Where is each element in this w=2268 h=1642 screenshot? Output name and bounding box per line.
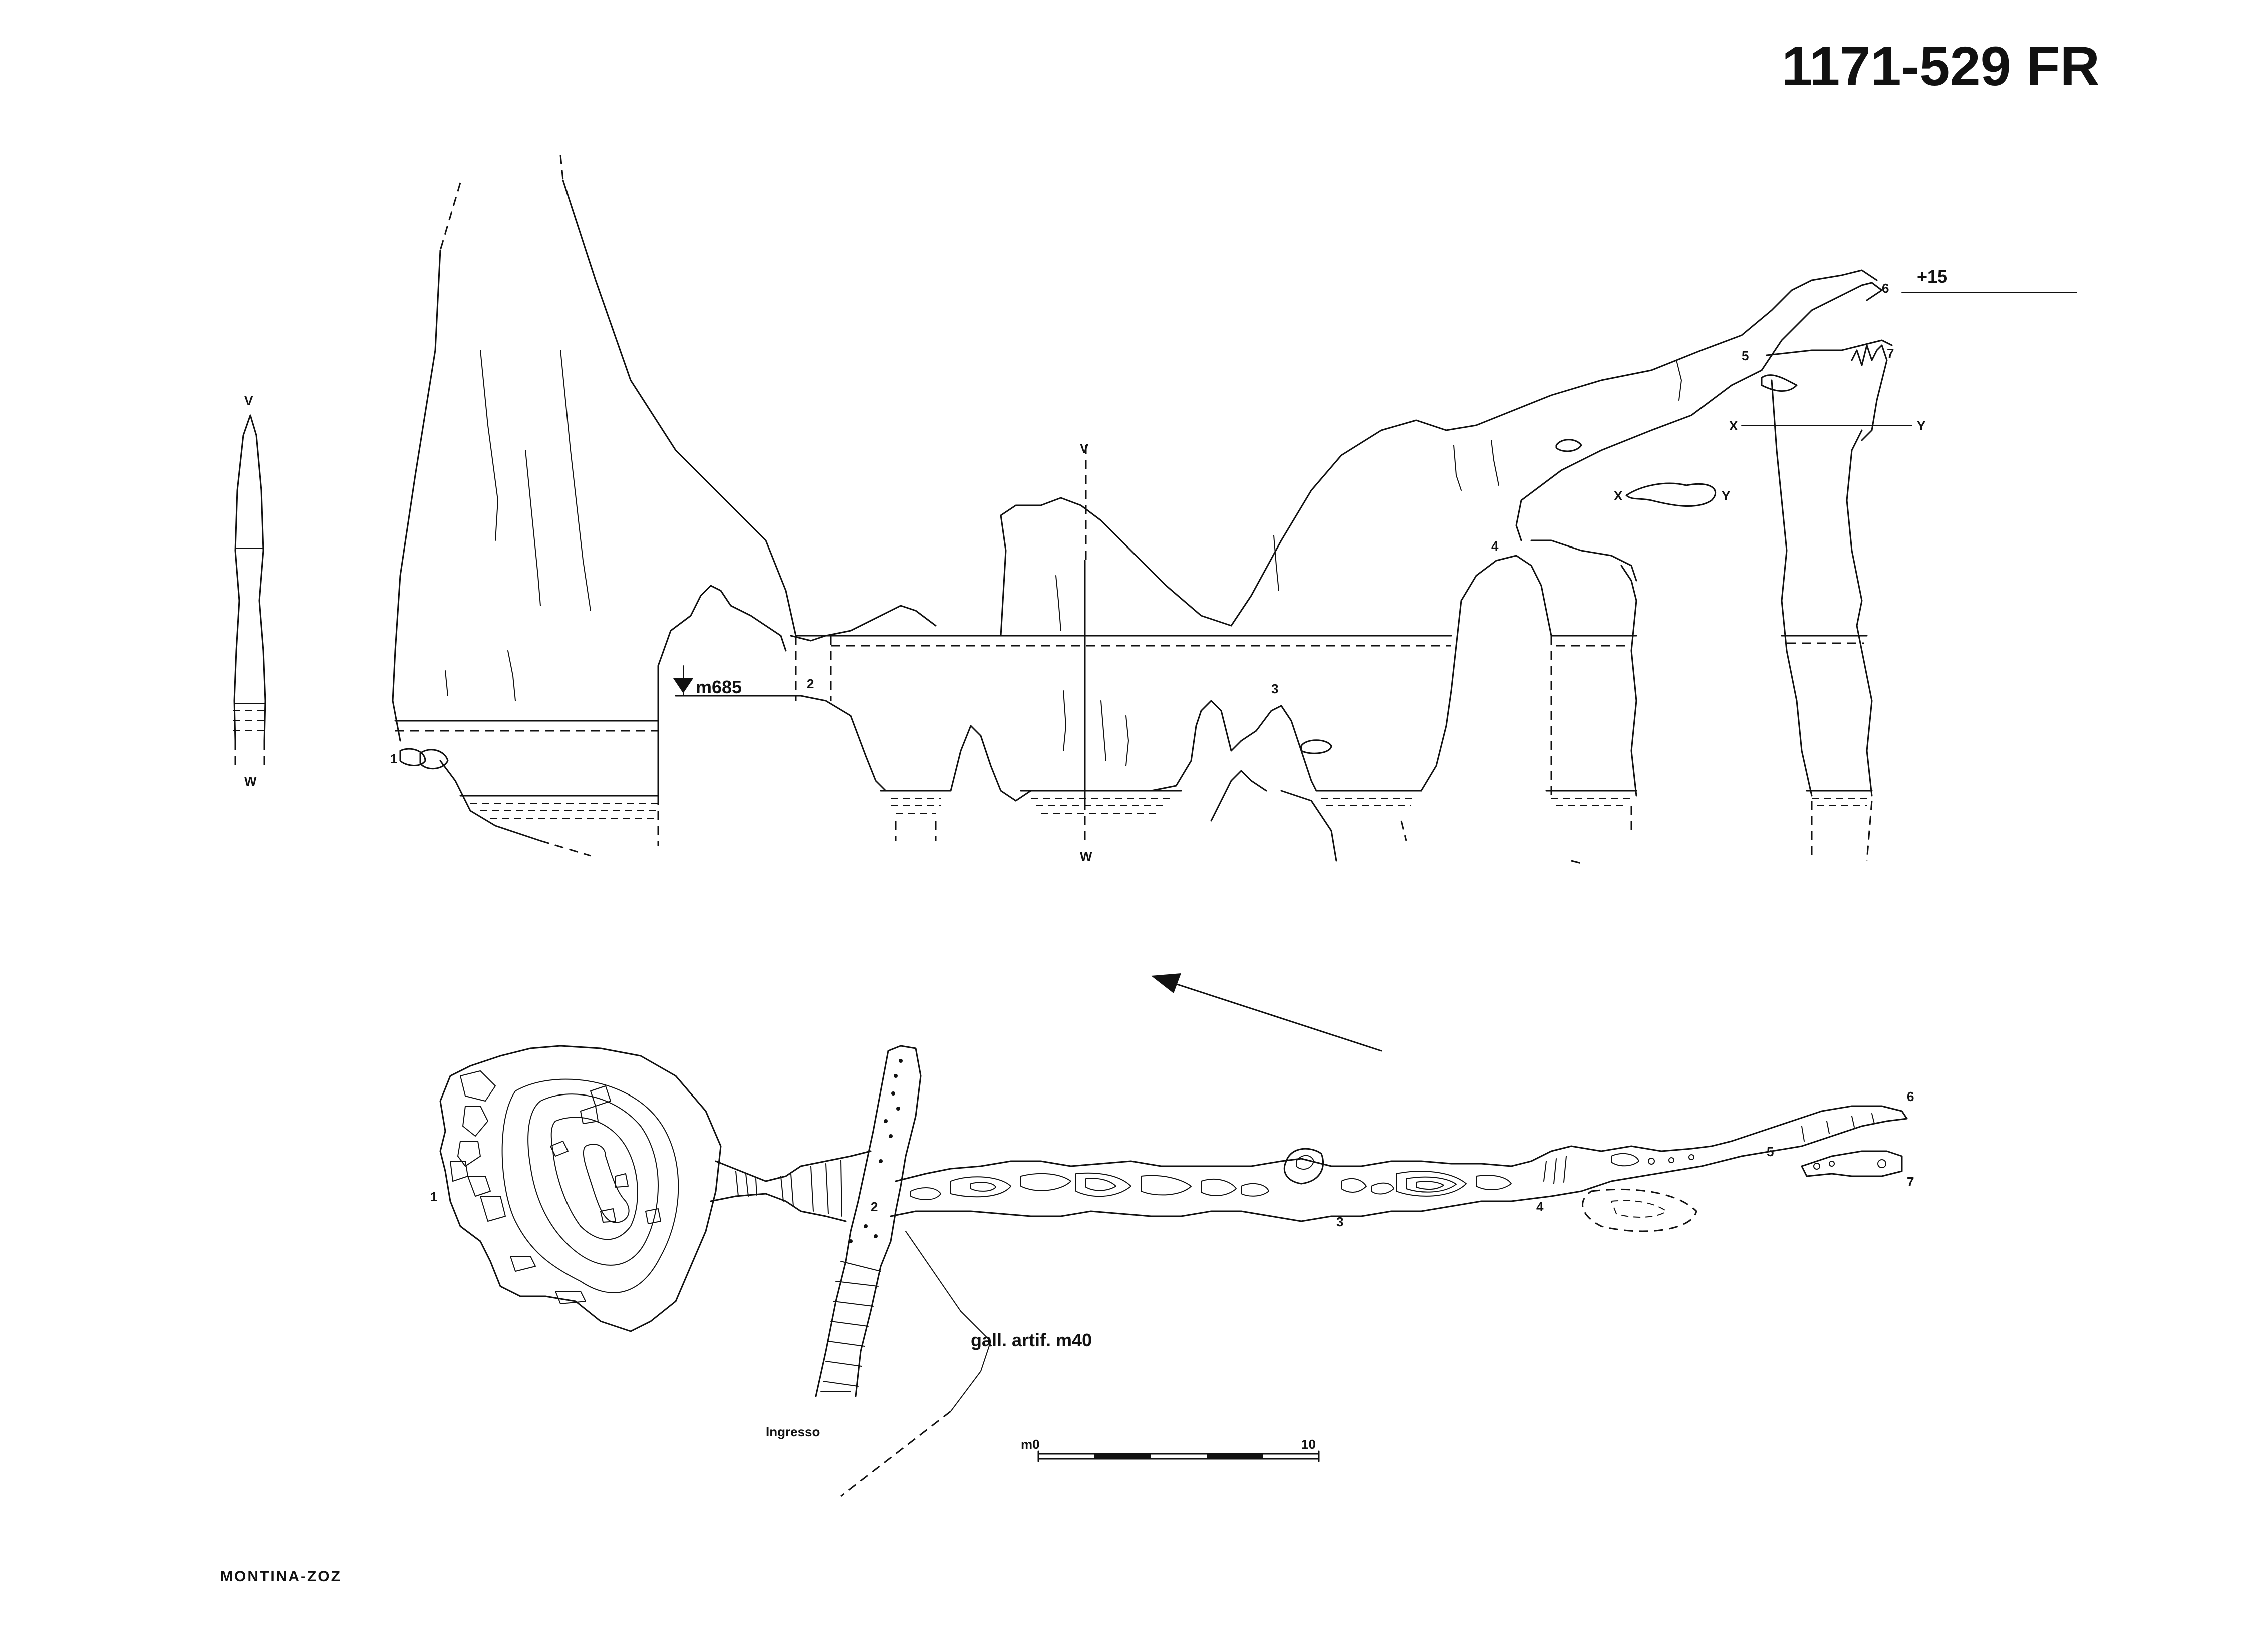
section-v-label: V	[1080, 441, 1089, 456]
plan-station-4: 4	[1536, 1199, 1544, 1214]
section-station-7: 7	[1887, 346, 1894, 361]
plan-east-branches: 4 6 5 7	[1530, 1089, 1914, 1232]
orientation-arrow	[1151, 973, 1382, 1052]
scale-bar: m0 10	[1021, 1437, 1320, 1462]
section-station-3: 3	[1271, 681, 1278, 696]
author-label: MONTINA-ZOZ	[220, 1568, 342, 1585]
left-section-w-label: W	[244, 774, 257, 789]
plan-entrance-label: Ingresso	[766, 1424, 820, 1439]
scale-end-label: 10	[1301, 1437, 1316, 1452]
plan-station-7: 7	[1907, 1174, 1914, 1189]
plan-station-3: 3	[1336, 1214, 1343, 1229]
section-station-6: 6	[1882, 281, 1889, 296]
section-station-2: 2	[807, 676, 814, 691]
left-cross-section: V W	[233, 393, 267, 789]
section-right: 4 X Y 5	[1445, 266, 2077, 864]
longitudinal-section: V W 1	[233, 155, 2077, 864]
section-xsec-x: X	[1729, 418, 1738, 433]
section-station-1: 1	[390, 751, 397, 766]
plan-passage-west	[710, 1150, 872, 1222]
section-elevation-label: m685	[696, 677, 742, 697]
section-xsec2-x: X	[1614, 488, 1623, 503]
plan-station-2: 2	[871, 1199, 878, 1214]
scale-start-label: m0	[1021, 1437, 1040, 1452]
section-height-mark: +15	[1917, 266, 1947, 287]
plan-view: 1 2 gall. artif.	[430, 1045, 1914, 1497]
sheet-code: 1171-529 FR	[1782, 36, 2100, 97]
plan-artificial-gallery: 2 gall. artif. m40 Ingresso	[766, 1045, 1092, 1497]
left-section-v-label: V	[244, 393, 253, 408]
section-peak: V W 3	[1000, 419, 1457, 864]
plan-station-5: 5	[1767, 1144, 1774, 1159]
section-xsec-y: Y	[1917, 418, 1925, 433]
plan-station-1: 1	[430, 1189, 437, 1204]
plan-gallery-label: gall. artif. m40	[971, 1330, 1092, 1350]
section-center: m685 2	[657, 585, 1452, 841]
plan-passage-east: 3	[890, 1148, 1532, 1229]
plan-chamber: 1	[430, 1045, 722, 1332]
plan-station-6: 6	[1907, 1089, 1914, 1104]
section-station-5: 5	[1742, 348, 1749, 363]
section-w-label: W	[1080, 849, 1092, 864]
shaft-left: 1	[390, 155, 797, 857]
section-station-4: 4	[1491, 538, 1499, 554]
section-xsec2-y: Y	[1722, 488, 1730, 503]
